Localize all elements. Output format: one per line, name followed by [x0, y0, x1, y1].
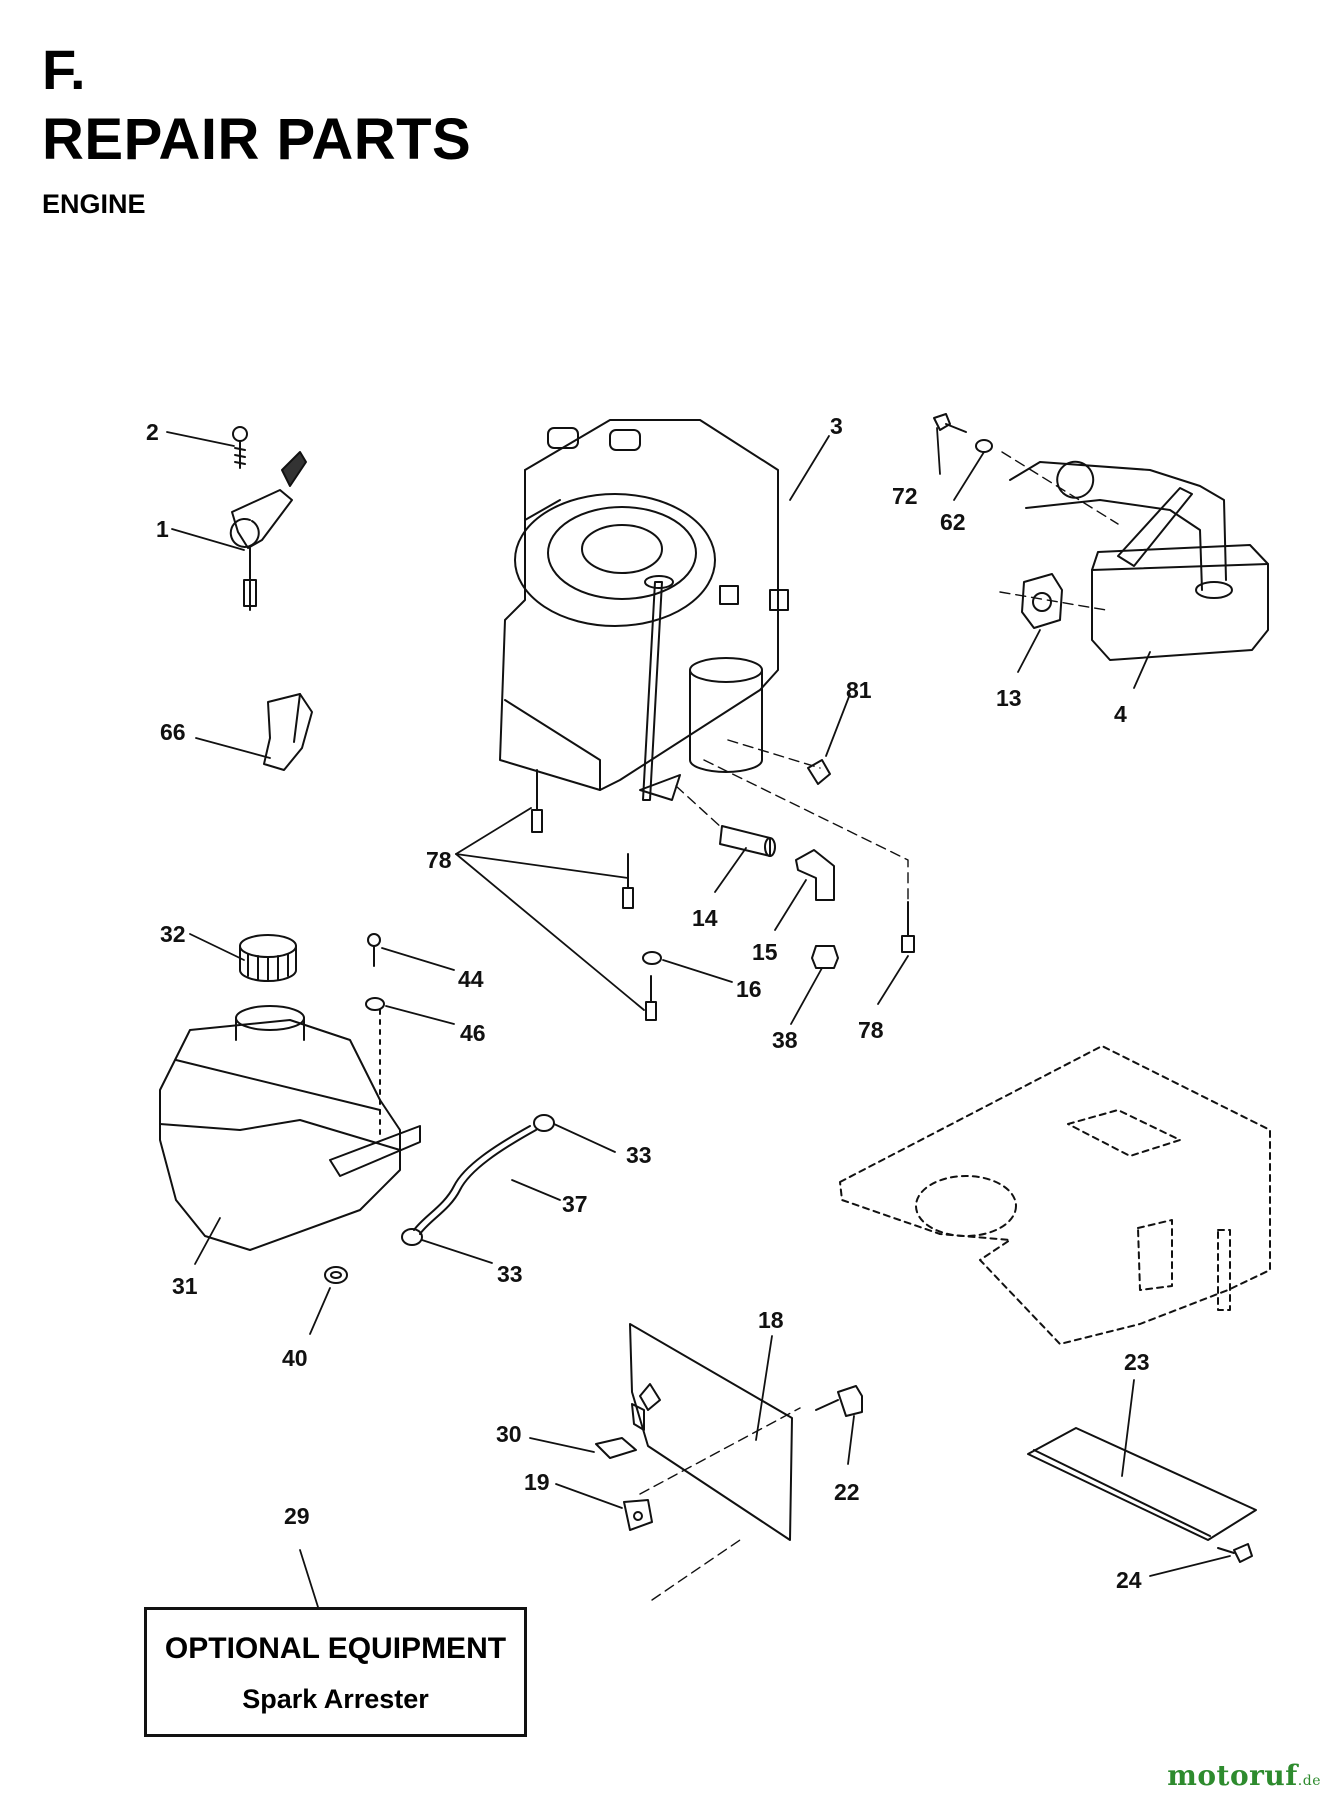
section-letter: F.: [42, 38, 86, 101]
callout-2: 2: [146, 419, 159, 445]
callout-46: 46: [460, 1020, 486, 1046]
callout-72: 72: [892, 483, 918, 509]
page-subtitle: ENGINE: [42, 189, 146, 219]
optional-equipment-title: OPTIONAL EQUIPMENT: [164, 1632, 507, 1665]
callout-38: 38: [772, 1027, 798, 1053]
screw-part-2: [232, 426, 248, 469]
callout-66: 66: [160, 719, 186, 745]
clamp-part-33-bottom: [401, 1228, 423, 1246]
callout-23: 23: [1124, 1349, 1150, 1375]
engine-part-3: [499, 419, 789, 801]
plate-part-23: [1027, 1427, 1257, 1541]
watermark-logo: motoruf.de: [1167, 1759, 1321, 1792]
frame-outline: [839, 1045, 1271, 1345]
shield-part-18: [629, 1323, 793, 1541]
callout-13: 13: [996, 685, 1022, 711]
grommet-part-40: [324, 1266, 348, 1284]
callout-30: 30: [496, 1421, 522, 1447]
callout-3: 3: [830, 413, 843, 439]
callout-78b: 78: [858, 1017, 884, 1043]
washer-part-46: [365, 997, 385, 1011]
bolt-part-78-d: [901, 901, 915, 953]
callout-33-top: 33: [626, 1142, 652, 1168]
watermark-domain: .de: [1297, 1773, 1321, 1789]
callout-33-bottom: 33: [497, 1261, 523, 1287]
elbow-part-15: [795, 849, 835, 901]
callout-78a: 78: [426, 847, 452, 873]
bolt-part-78-b: [622, 853, 634, 909]
callout-40: 40: [282, 1345, 308, 1371]
callout-14: 14: [692, 905, 718, 931]
nut-part-81: [807, 759, 831, 785]
page-title: REPAIR PARTS: [42, 107, 472, 172]
washer-part-16: [642, 951, 662, 965]
bolt-part-72: [933, 413, 967, 433]
callout-29: 29: [284, 1503, 310, 1529]
gasket-part-13: [1021, 573, 1063, 629]
optional-equipment-box: OPTIONAL EQUIPMENT Spark Arrester: [144, 1607, 527, 1737]
callout-4: 4: [1114, 701, 1127, 727]
callout-15: 15: [752, 939, 778, 965]
callout-18: 18: [758, 1307, 784, 1333]
callout-22: 22: [834, 1479, 860, 1505]
callout-16: 16: [736, 976, 762, 1002]
bolt-part-78-c: [645, 975, 657, 1021]
callout-37: 37: [562, 1191, 588, 1217]
throttle-control-part: [229, 451, 307, 611]
bolt-part-24: [1217, 1543, 1253, 1563]
screw-part-44: [367, 933, 381, 967]
cap-part-38: [811, 945, 839, 969]
callout-31: 31: [172, 1273, 198, 1299]
optional-equipment-item: Spark Arrester: [242, 1684, 429, 1714]
bolt-part-78-a: [531, 769, 543, 833]
leader-lines: [166, 427, 1231, 1608]
assembly-lines: [639, 451, 1119, 1601]
watermark-name: motoruf: [1167, 1759, 1298, 1792]
washer-part-62: [975, 439, 993, 453]
nipple-part-14: [719, 825, 776, 857]
fuel-tank-part-31: [159, 1005, 421, 1251]
callout-1: 1: [156, 516, 169, 542]
clamp-part-33-top: [533, 1114, 555, 1132]
callout-24: 24: [1116, 1567, 1142, 1593]
callout-32: 32: [160, 921, 186, 947]
callout-44: 44: [458, 966, 484, 992]
callout-19: 19: [524, 1469, 550, 1495]
wing-bolt-part-22: [815, 1385, 863, 1417]
clip-part-19: [623, 1499, 653, 1531]
gas-cap-part-32: [239, 934, 297, 982]
callout-81: 81: [846, 677, 872, 703]
callout-62: 62: [940, 509, 966, 535]
clip-part-66: [263, 693, 313, 771]
muffler-part-4: [1009, 460, 1269, 661]
spacer-part-30: [595, 1437, 637, 1459]
fuel-line-part-37: [413, 1125, 537, 1235]
